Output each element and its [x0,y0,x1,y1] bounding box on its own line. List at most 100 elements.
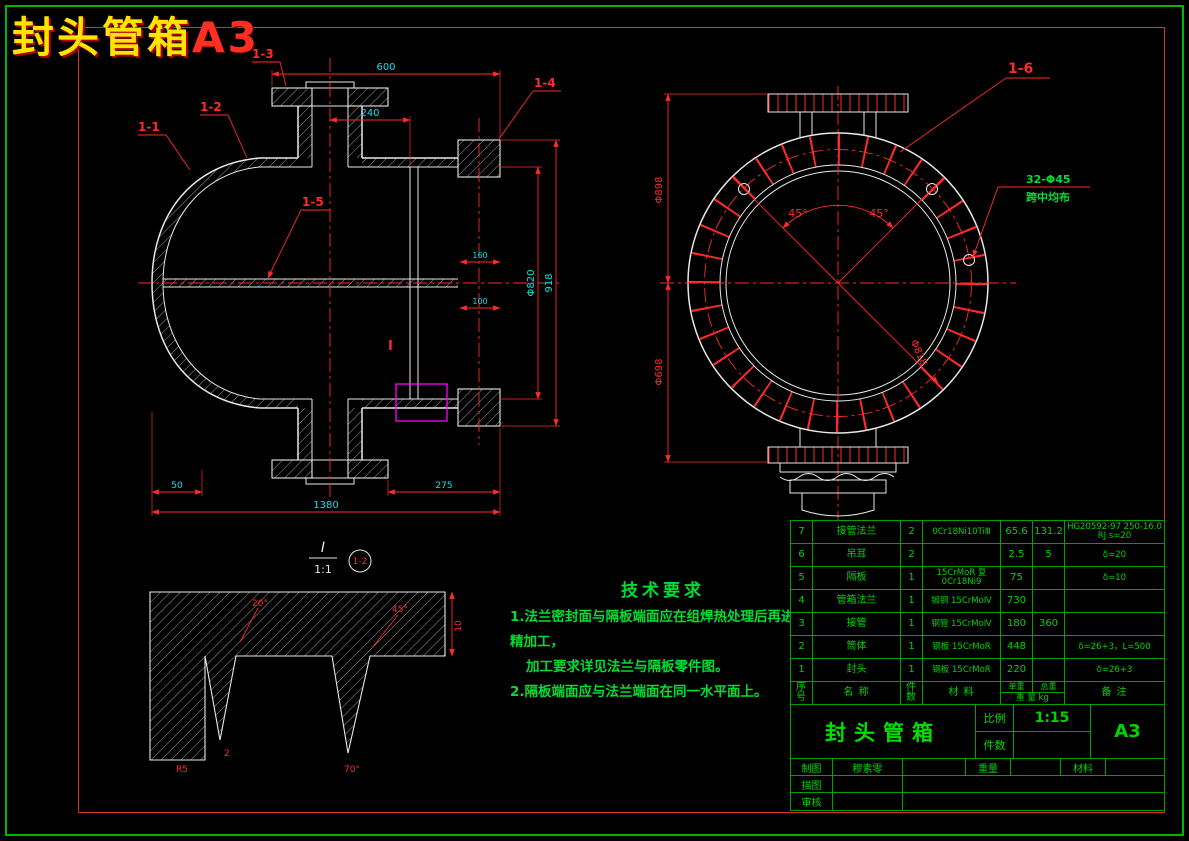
qty-value [1014,732,1090,758]
parts-header-row: 序号 名 称 件数 材 料 单重 总重 重 量 kg 备 注 [791,682,1164,705]
part-qty: 1 [901,590,923,612]
qty-label: 件数 [976,731,1014,758]
balloon-1-3: 1-3 [252,47,274,61]
bolt-hole [738,183,750,195]
part-total-weight [1033,590,1065,612]
sheet-size: A3 [1114,721,1141,742]
scale-label: 比例 [976,705,1014,731]
balloon-1-4: 1-4 [534,76,556,90]
angle-45-right: 45° [869,207,889,220]
part-material: 锻钢 15CrMoⅣ [923,590,1001,612]
end-view: 45° 45° Φ898 Φ698 Φ818 1-6 32-Φ45 跨中均布 [654,61,1090,546]
dim-50: 50 [171,481,183,491]
draw-label: 制图 [791,759,833,775]
trace-label: 描图 [791,776,833,792]
part-note: HG20592-97 250-16.0 RJ s=20 [1067,522,1162,541]
part-material: 15CrMoR 复0Cr18Ni9 [923,567,1001,589]
part-total-weight [1033,636,1065,658]
empty-cell [903,776,1164,792]
tech-title: 技术要求 [621,581,705,601]
dim-overall-length: 1380 [313,500,338,511]
part-material: 钢管 15CrMoⅣ [923,613,1001,635]
titleblock-check-row: 审核 [791,793,1164,810]
balloon-1-1: 1-1 [138,120,160,134]
dim-top-width: 600 [376,62,395,73]
titleblock-drawing-name: 封头管箱 [791,705,976,758]
bolt-count-note: 32-Φ45 [1026,173,1071,186]
balloon-1-6: 1-6 [1008,61,1033,77]
empty-cell [903,759,966,775]
part-note: δ=10 [1102,572,1127,583]
detail-angle-45: 45° [392,605,408,615]
part-material: 钢板 15CrMoR [923,659,1001,681]
weight-value [1011,759,1061,775]
bolt-spacing-note: 跨中均布 [1026,190,1070,204]
drawing-title: 封头管箱A3 [12,4,260,65]
dim-phi898: Φ898 [654,177,665,204]
header-total-weight: 总重 [1040,682,1057,691]
part-no: 4 [791,590,813,612]
empty-cell [833,776,903,792]
tech-line-2: 加工要求详见法兰与隔板零件图。 [526,659,729,675]
part-qty: 1 [901,613,923,635]
part-total-weight: 360 [1033,613,1065,635]
detail-2: 2 [224,749,230,759]
header-material: 材 料 [923,682,1001,704]
table-row: 4 管箱法兰 1 锻钢 15CrMoⅣ 730 [791,590,1164,613]
green-border-frame [5,5,1184,836]
parts-list: 7 接管法兰 2 0Cr18Ni10TiⅢ 65.6 131.2 HG20592… [790,520,1165,811]
part-total-weight [1033,659,1065,681]
part-note: δ=20 [1102,549,1127,560]
part-no: 5 [791,567,813,589]
empty-cell [903,793,1164,810]
weight-label: 重量 [966,759,1011,775]
detail-callout-box [395,383,448,422]
titleblock-trace-row: 描图 [791,776,1164,793]
detail-angle-20: 20° [252,599,268,609]
bolt-hole [926,183,938,195]
part-qty: 2 [901,521,923,543]
detail-angle-70: 70° [344,765,360,775]
part-unit-weight: 2.5 [1001,544,1033,566]
detail-10: 10 [454,620,464,632]
check-label: 审核 [791,793,833,810]
part-note [1065,613,1164,635]
material-value [1106,759,1164,775]
detail-scale: 1:1 [314,563,332,576]
table-row: 6 吊耳 2 2.5 5 δ=20 [791,544,1164,567]
header-no: 序号 [791,682,813,704]
header-note: 备 注 [1101,686,1128,698]
part-qty: 1 [901,636,923,658]
dim-phi698: Φ698 [654,359,665,386]
balloon-1-2: 1-2 [200,100,222,114]
part-unit-weight: 65.6 [1001,521,1033,543]
part-unit-weight: 75 [1001,567,1033,589]
part-total-weight [1033,567,1065,589]
part-material [923,544,1001,566]
front-view: I 600 240 160 100 Φ820 918 50 275 1380 1… [138,47,562,516]
part-no: 1 [791,659,813,681]
tech-line-1: 1.法兰密封面与隔板端面应在组焊热处理后再进行精加工， [510,609,809,650]
part-note: δ=26+3 [1096,664,1133,675]
section-mark-I: I [388,339,393,354]
detail-letter: I [321,540,325,556]
tech-line-3: 2.隔板端面应与法兰端面在同一水平面上。 [510,684,768,700]
part-no: 7 [791,521,813,543]
header-unit-weight: 单重 [1001,682,1033,692]
scale-value: 1:15 [1034,709,1070,726]
part-name: 管箱法兰 [813,590,901,612]
header-weight-label: 重 量 [1016,693,1036,703]
dim-inner-diameter: Φ820 [526,270,537,297]
part-name: 隔板 [813,567,901,589]
dim-160: 160 [472,251,487,260]
part-unit-weight: 180 [1001,613,1033,635]
table-row: 7 接管法兰 2 0Cr18Ni10TiⅢ 65.6 131.2 HG20592… [791,521,1164,544]
part-note [1065,590,1164,612]
dim-100: 100 [472,297,487,306]
part-material: 钢板 15CrMoR [923,636,1001,658]
table-row: 2 筒体 1 钢板 15CrMoR 448 δ=26+3，L=500 [791,636,1164,659]
titleblock-main-row: 封头管箱 比例 1:15 件数 A3 [791,705,1164,759]
angle-45-left: 45° [788,207,808,220]
part-note: δ=26+3，L=500 [1078,641,1151,652]
